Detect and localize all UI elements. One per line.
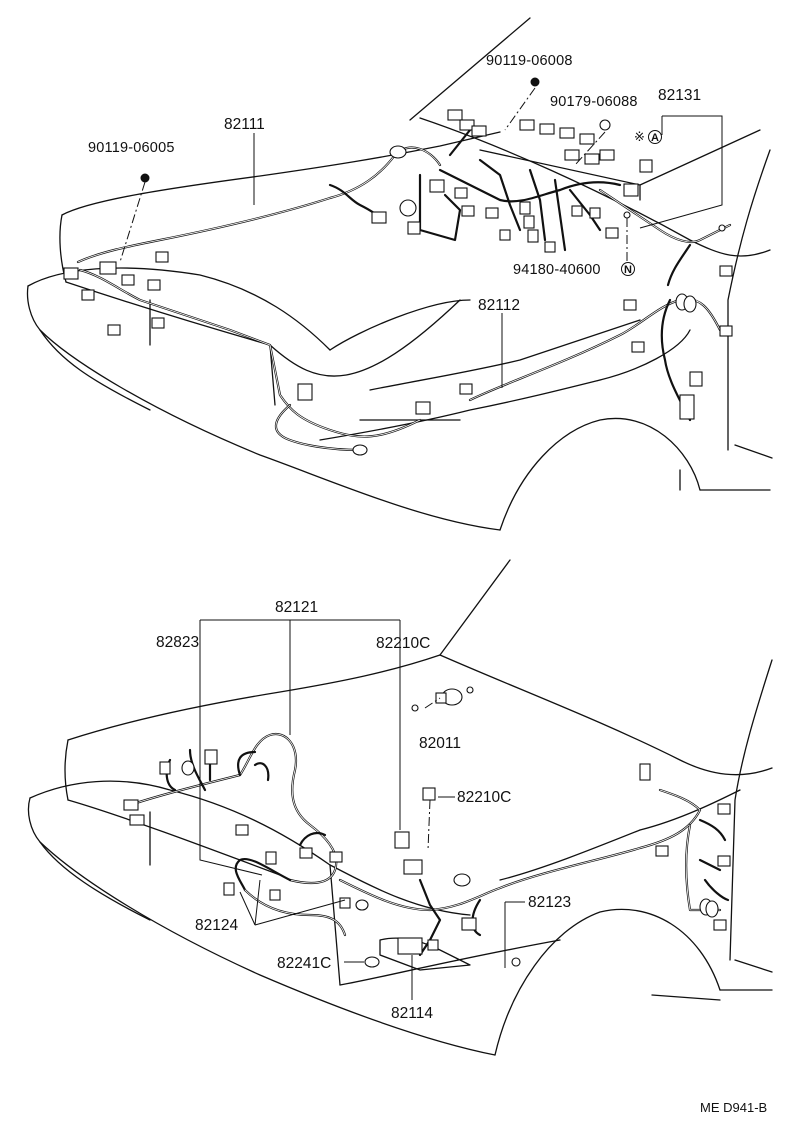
mark-n: N: [624, 264, 632, 276]
label-82241c: 82241C: [277, 955, 331, 972]
lower-82210c-leader: [427, 799, 431, 851]
upper-fastener-leader-mid: [574, 131, 606, 166]
label-82114: 82114: [391, 1005, 433, 1022]
label-90119-06005: 90119-06005: [88, 140, 175, 156]
label-82112: 82112: [478, 297, 520, 314]
mark-a-prefix: ※: [634, 129, 645, 144]
lower-car-body: [27, 559, 773, 1056]
upper-harness-82112: [468, 188, 732, 422]
drawing-code: ME D941-B: [700, 1100, 767, 1115]
leader-82131: [639, 115, 723, 229]
upper-connectors: [63, 77, 733, 456]
leader-82124: [239, 879, 346, 926]
label-82210c-top: 82210C: [376, 635, 430, 652]
upper-fastener-leader-left: [119, 181, 146, 263]
label-82121: 82121: [275, 599, 318, 616]
label-82123: 82123: [528, 894, 571, 911]
lower-sensor-leader: [424, 697, 441, 709]
label-82210c-mid: 82210C: [457, 789, 511, 806]
lower-connectors: [123, 686, 731, 968]
mark-a: A: [651, 132, 659, 144]
leader-82123: [504, 901, 525, 968]
label-82111: 82111: [224, 116, 265, 133]
label-82124: 82124: [195, 917, 238, 934]
label-82823: 82823: [156, 634, 199, 651]
label-82011: 82011: [419, 735, 461, 752]
upper-harness-82111: [76, 146, 442, 452]
leader-82121: [199, 619, 401, 735]
leader-82823: [199, 650, 263, 876]
upper-fastener-leader-top: [504, 87, 536, 131]
label-94180-40600: 94180-40600: [513, 262, 601, 278]
upper-dashboard-harness: [418, 128, 622, 252]
label-90119-06008: 90119-06008: [486, 53, 573, 69]
label-90179-06088: 90179-06088: [550, 94, 638, 110]
label-82131: 82131: [658, 87, 701, 104]
lower-harness-82123: [338, 788, 730, 957]
